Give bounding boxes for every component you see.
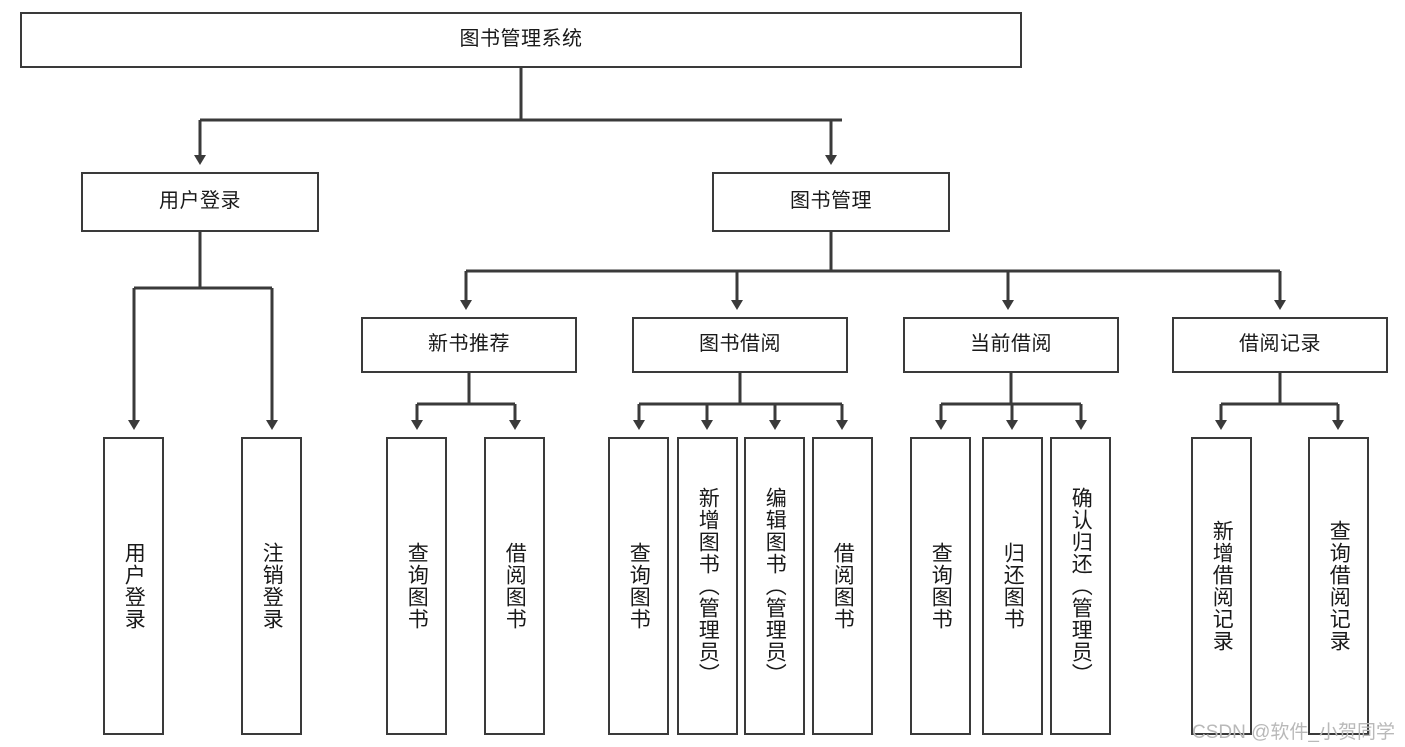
leaf-query-book-current-label: 查询图书 xyxy=(929,542,953,630)
leaf-return-book[interactable]: 归还图书 xyxy=(982,437,1043,735)
leaf-logout[interactable]: 注销登录 xyxy=(241,437,302,735)
leaf-borrow-book-rec[interactable]: 借阅图书 xyxy=(484,437,545,735)
leaf-confirm-return[interactable]: 确认归还（管理员） xyxy=(1050,437,1111,735)
node-borrow-record[interactable]: 借阅记录 xyxy=(1172,317,1388,373)
leaf-query-record-label: 查询借阅记录 xyxy=(1327,520,1351,652)
node-book-manage[interactable]: 图书管理 xyxy=(712,172,950,232)
leaf-add-record[interactable]: 新增借阅记录 xyxy=(1191,437,1252,735)
node-root[interactable]: 图书管理系统 xyxy=(20,12,1022,68)
leaf-return-book-label: 归还图书 xyxy=(1001,542,1025,630)
leaf-query-book-borrow[interactable]: 查询图书 xyxy=(608,437,669,735)
leaf-edit-book-label: 编辑图书（管理员） xyxy=(763,487,787,685)
node-root-label: 图书管理系统 xyxy=(459,28,583,51)
leaf-query-book-rec-label: 查询图书 xyxy=(405,542,429,630)
leaf-add-book[interactable]: 新增图书（管理员） xyxy=(677,437,738,735)
leaf-query-book-current[interactable]: 查询图书 xyxy=(910,437,971,735)
leaf-borrow-book-rec-label: 借阅图书 xyxy=(503,542,527,630)
node-book-manage-label: 图书管理 xyxy=(790,190,872,213)
node-book-borrow[interactable]: 图书借阅 xyxy=(632,317,848,373)
leaf-borrow-book[interactable]: 借阅图书 xyxy=(812,437,873,735)
node-new-book-rec-label: 新书推荐 xyxy=(428,333,510,356)
node-current-borrow-label: 当前借阅 xyxy=(970,333,1052,356)
leaf-borrow-book-label: 借阅图书 xyxy=(831,542,855,630)
node-new-book-rec[interactable]: 新书推荐 xyxy=(361,317,577,373)
leaf-user-login-label: 用户登录 xyxy=(122,542,146,630)
leaf-user-login[interactable]: 用户登录 xyxy=(103,437,164,735)
leaf-query-book-borrow-label: 查询图书 xyxy=(627,542,651,630)
node-book-borrow-label: 图书借阅 xyxy=(699,333,781,356)
leaf-add-record-label: 新增借阅记录 xyxy=(1210,520,1234,652)
node-borrow-record-label: 借阅记录 xyxy=(1239,333,1321,356)
leaf-query-record[interactable]: 查询借阅记录 xyxy=(1308,437,1369,735)
leaf-edit-book[interactable]: 编辑图书（管理员） xyxy=(744,437,805,735)
leaf-add-book-label: 新增图书（管理员） xyxy=(696,487,720,685)
leaf-logout-label: 注销登录 xyxy=(260,542,284,630)
node-current-borrow[interactable]: 当前借阅 xyxy=(903,317,1119,373)
leaf-confirm-return-label: 确认归还（管理员） xyxy=(1069,487,1093,685)
leaf-query-book-rec[interactable]: 查询图书 xyxy=(386,437,447,735)
node-user-login-label: 用户登录 xyxy=(159,190,241,213)
node-user-login[interactable]: 用户登录 xyxy=(81,172,319,232)
